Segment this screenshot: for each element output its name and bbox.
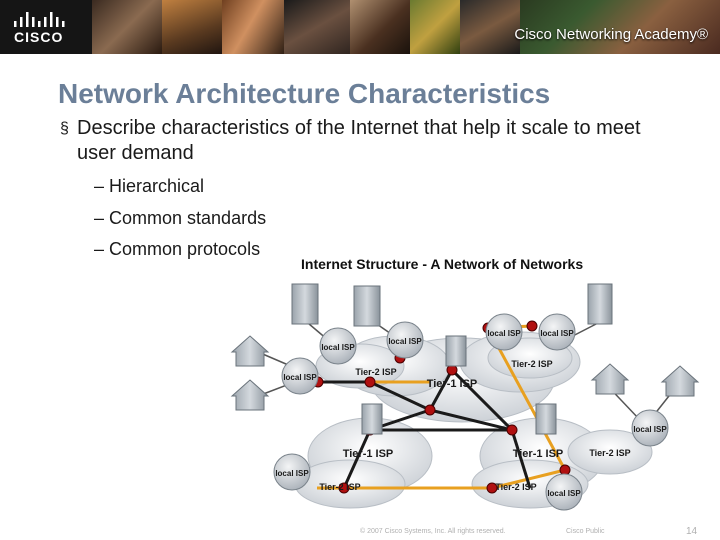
slide-title: Network Architecture Characteristics xyxy=(58,78,551,109)
tier1-left-cloud xyxy=(294,417,433,509)
footer-copyright: © 2007 Cisco Systems, Inc. All rights re… xyxy=(360,528,506,535)
label-tier2-upper-right: Tier-2 ISP xyxy=(511,359,552,369)
banner-photo-6 xyxy=(410,0,460,54)
main-bullet: § Describe characteristics of the Intern… xyxy=(60,116,680,166)
header-banner: CISCO Cisco Networking Academy® xyxy=(0,0,720,54)
sub-bullet-standards: – Common standards xyxy=(94,208,267,228)
cisco-logo-text: CISCO xyxy=(14,29,64,45)
bullet-marker: § xyxy=(60,120,69,137)
label-local-isp: local ISP xyxy=(283,373,317,382)
internet-structure-diagram: Tier-1 ISP Tier-1 ISP Tier-1 ISP Tier-2 … xyxy=(230,283,700,511)
footer-classification: Cisco Public xyxy=(566,528,605,535)
house-icons xyxy=(230,335,700,411)
label-local-isp: local ISP xyxy=(633,425,667,434)
label-local-isp: local ISP xyxy=(547,489,581,498)
label-tier1-right: Tier-1 ISP xyxy=(513,448,564,460)
label-local-isp: local ISP xyxy=(487,329,521,338)
backbone-links xyxy=(318,368,532,489)
banner-photo-8 xyxy=(520,0,720,54)
label-tier2-upper-left: Tier-2 ISP xyxy=(355,367,396,377)
label-tier2-lower-left: Tier-2 ISP xyxy=(319,482,360,492)
label-tier1-top: Tier-1 ISP xyxy=(427,378,478,390)
sub-bullet-protocols: – Common protocols xyxy=(94,239,261,259)
banner-photo-5 xyxy=(350,0,410,54)
bullet-text: Describe characteristics of the Internet… xyxy=(77,117,641,164)
banner-photo-7 xyxy=(460,0,520,54)
label-tier2-right: Tier-2 ISP xyxy=(589,448,630,458)
label-local-isp: local ISP xyxy=(388,337,422,346)
label-local-isp: local ISP xyxy=(540,329,574,338)
label-local-isp: local ISP xyxy=(321,343,355,352)
page-number: 14 xyxy=(686,526,698,537)
academy-label: Cisco Networking Academy® xyxy=(514,26,708,43)
building-icons xyxy=(291,283,613,327)
local-isp-bubbles xyxy=(273,313,669,511)
label-tier1-left: Tier-1 ISP xyxy=(343,448,394,460)
label-local-isp: local ISP xyxy=(275,469,309,478)
server-icons xyxy=(361,335,557,435)
label-tier2-lower-mid: Tier-2 ISP xyxy=(495,482,536,492)
cisco-logo: CISCO xyxy=(0,0,92,54)
banner-photo-1 xyxy=(92,0,162,54)
banner-photo-2 xyxy=(162,0,222,54)
figure-caption: Internet Structure - A Network of Networ… xyxy=(301,256,584,272)
cisco-bars-icon xyxy=(14,12,65,27)
sub-bullet-hierarchical: – Hierarchical xyxy=(94,176,205,196)
banner-photo-4 xyxy=(284,0,350,54)
banner-photo-3 xyxy=(222,0,284,54)
